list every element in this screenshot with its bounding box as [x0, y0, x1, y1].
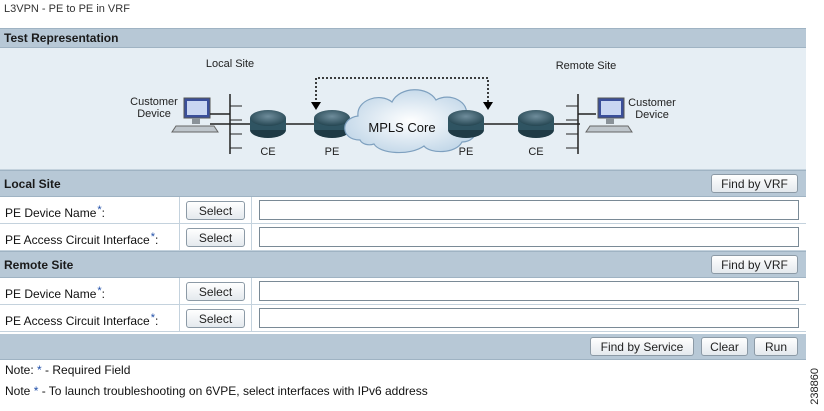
remote-interface-row: PE Access Circuit Interface*: Select — [0, 305, 806, 332]
remote-site-title: Remote Site — [4, 257, 74, 272]
local-site-diagram-label: Local Site — [205, 58, 255, 70]
action-bar: Find by Service Clear Run — [0, 334, 806, 360]
ce-right-label: CE — [528, 146, 544, 158]
local-pe-device-label: PE Device Name*: — [0, 197, 180, 224]
remote-interface-label: PE Access Circuit Interface*: — [0, 305, 180, 332]
local-site-title: Local Site — [4, 176, 61, 191]
local-interface-row: PE Access Circuit Interface*: Select — [0, 224, 806, 251]
network-diagram: Local Site Remote Site Customer Device C… — [0, 48, 806, 170]
customer-device-left-icon — [171, 97, 219, 133]
test-representation-title: Test Representation — [4, 31, 119, 45]
remote-interface-select-button[interactable]: Select — [186, 309, 245, 328]
local-pe-device-input[interactable] — [259, 200, 799, 220]
local-interface-input[interactable] — [259, 227, 799, 247]
local-find-by-vrf-button[interactable]: Find by VRF — [711, 174, 798, 193]
pe-right-router-icon — [448, 110, 484, 138]
find-by-service-button[interactable]: Find by Service — [590, 337, 694, 356]
local-interface-select-button[interactable]: Select — [186, 228, 245, 247]
required-marker: * — [150, 312, 156, 324]
topology-svg — [171, 77, 633, 154]
pe-right-label: PE — [458, 146, 474, 158]
figure-id-watermark: 238860 — [809, 368, 821, 405]
run-button[interactable]: Run — [754, 337, 798, 356]
required-marker: * — [97, 204, 102, 216]
remote-pe-device-row: PE Device Name*: Select — [0, 278, 806, 305]
pe-left-router-icon — [314, 110, 350, 138]
remote-pe-device-label: PE Device Name*: — [0, 278, 180, 305]
required-marker: * — [150, 231, 156, 243]
ce-left-label: CE — [260, 146, 276, 158]
mpls-core-label: MPLS Core — [368, 120, 436, 135]
remote-pe-device-select-button[interactable]: Select — [186, 282, 245, 301]
ce-right-router-icon — [518, 110, 554, 138]
pe-left-label: PE — [324, 146, 340, 158]
note-required-field: Note: * - Required Field — [5, 363, 131, 377]
customer-device-right-label: Customer Device — [628, 97, 676, 121]
clear-button[interactable]: Clear — [701, 337, 748, 356]
remote-site-diagram-label: Remote Site — [555, 60, 617, 72]
local-site-header: Local Site Find by VRF — [0, 170, 806, 197]
ce-left-router-icon — [250, 110, 286, 138]
test-representation-header: Test Representation — [0, 28, 806, 48]
customer-device-right-icon — [585, 97, 633, 133]
local-pe-device-row: PE Device Name*: Select — [0, 197, 806, 224]
remote-pe-device-input[interactable] — [259, 281, 799, 301]
local-pe-device-select-button[interactable]: Select — [186, 201, 245, 220]
remote-interface-input[interactable] — [259, 308, 799, 328]
pe-to-pe-arrow — [311, 77, 493, 110]
required-marker: * — [97, 285, 102, 297]
remote-site-header: Remote Site Find by VRF — [0, 251, 806, 278]
customer-device-left-label: Customer Device — [130, 96, 178, 120]
note-6vpe: Note * - To launch troubleshooting on 6V… — [5, 384, 428, 398]
local-interface-label: PE Access Circuit Interface*: — [0, 224, 180, 251]
page-title: L3VPN - PE to PE in VRF — [4, 3, 130, 15]
remote-find-by-vrf-button[interactable]: Find by VRF — [711, 255, 798, 274]
